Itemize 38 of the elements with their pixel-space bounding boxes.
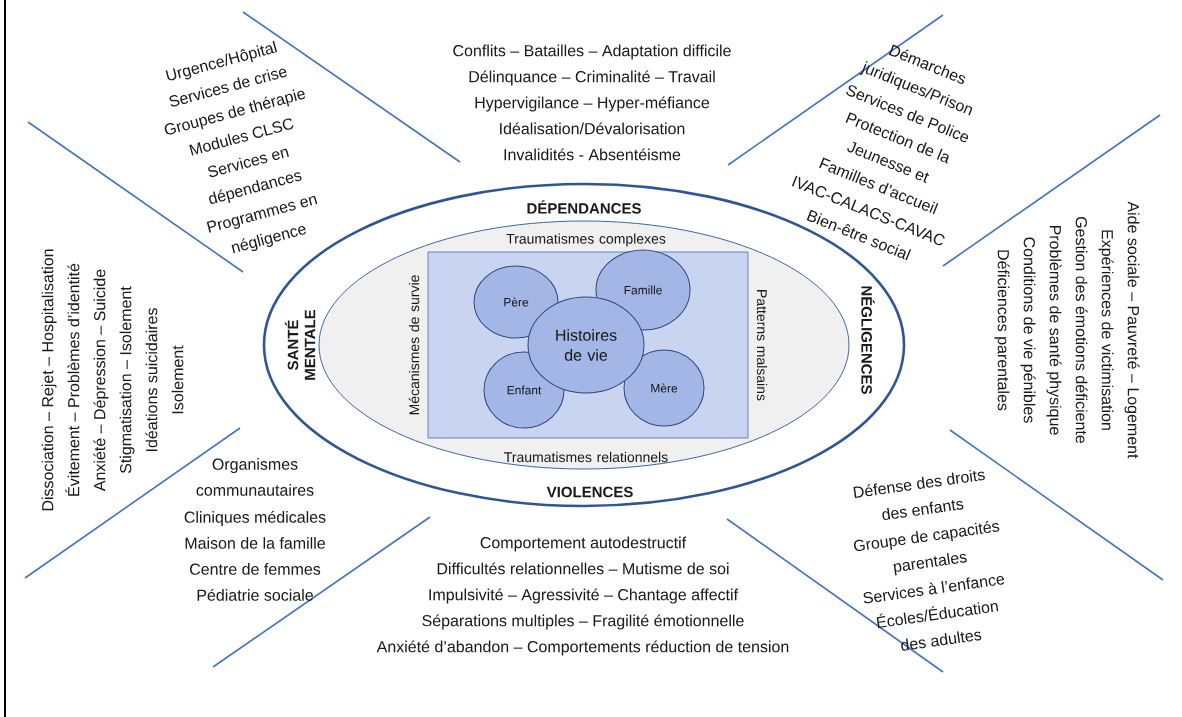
ring-heading: SANTÉ MENTALE (284, 309, 316, 380)
list-item: Idéalisation/Dévalorisation (500, 122, 685, 135)
list-item: Évitement – Problèmes d’identité (65, 263, 80, 496)
ring-label: Mécanismes de survie (408, 275, 420, 415)
list-item: Conflits – Batailles – Adaptation difficile (453, 44, 731, 60)
list-item: Déficiences parentales (994, 250, 1010, 411)
ring-heading: VIOLENCES (546, 486, 633, 498)
ring-label: Traumatismes complexes (506, 233, 666, 247)
list-item: Hypervigilance – Hyper-méfiance (475, 96, 710, 112)
list-item: Difficultés relationnelles – Mutisme de soi (437, 562, 729, 575)
list-item: Comportement autodestructif (480, 536, 687, 552)
list-item: Maison de la famille (185, 537, 325, 549)
list-item: Isolement (171, 345, 184, 414)
ring-label: Traumatismes relationnels (504, 451, 668, 463)
list-item: Anxiété d’abandon – Comportements réduction de tension (376, 640, 789, 656)
list-item: Organismes communautaires (196, 458, 314, 496)
list-item: Expériences de victimisation (1098, 230, 1114, 430)
list-item: Problèmes de santé physique (1046, 225, 1062, 435)
list-item: Groupe de capacités parentales (853, 520, 1000, 576)
ring-heading: DÉPENDANCES (527, 200, 641, 214)
list-item: Idéations suicidaires (145, 308, 158, 451)
list-item: Aide sociale – Pauvreté – Logement (1124, 201, 1140, 459)
list-item: Impulsivité – Agressivité – Chantage affectif (429, 588, 739, 604)
list-item: Invalidités - Absentéisme (504, 148, 681, 161)
list-item: Écoles/Éducation des adultes (876, 602, 999, 651)
list-item: Dissociation – Rejet – Hospitalisation (41, 249, 57, 511)
list-item: Gestion des émotions déficiente (1075, 216, 1088, 444)
list-item: Séparations multiples – Fragilité émotionnelle (422, 614, 744, 630)
ring-label: Patterns malsains (756, 290, 768, 401)
ring-heading: NÉGLIGENCES (861, 286, 875, 394)
list-item: Cliniques médicales (184, 510, 326, 526)
list-item: Délinquance – Criminalité – Travail (469, 70, 715, 86)
list-item: Stigmatisation – Isolement (119, 286, 135, 474)
list-item: Conditions de vie pénibles (1020, 237, 1036, 423)
list-item: Anxiété – Dépression – Suicide (93, 269, 109, 492)
list-item: Défense des droits des enfants (853, 470, 985, 521)
list-item: Pédiatrie sociale (197, 588, 313, 601)
list-item: Centre de femmes (190, 563, 321, 575)
